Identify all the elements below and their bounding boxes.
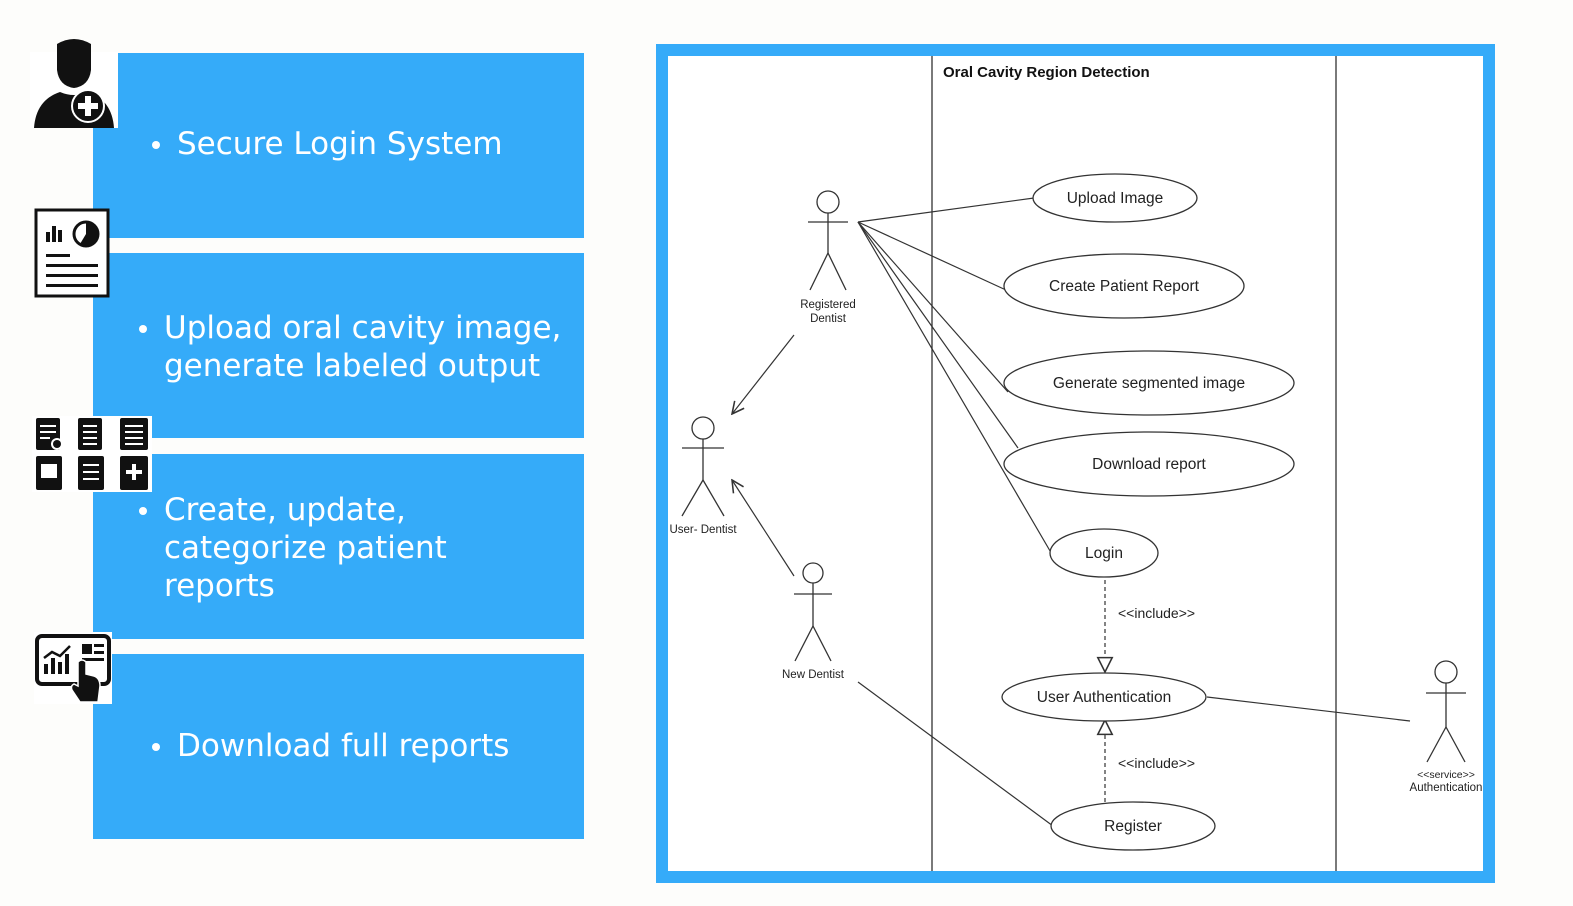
use-case-generate-segmented-image: Generate segmented image (1053, 375, 1245, 392)
use-case-register: Register (1104, 818, 1162, 835)
actor-new-dentist (794, 562, 832, 662)
feature-panel-login: Secure Login System (93, 53, 584, 238)
feature-panel-reports: Create, update, categorize patient repor… (93, 454, 584, 639)
system-title: Oral Cavity Region Detection (943, 64, 1150, 81)
feature-text: Secure Login System (152, 126, 503, 162)
feature-panel-download: Download full reports (93, 654, 584, 839)
doctor-icon (30, 39, 118, 128)
actor-auth-service (1426, 660, 1466, 763)
actor-label-user-dentist: User- Dentist (669, 524, 737, 536)
use-case-login: Login (1085, 545, 1123, 562)
use-case-user-authentication: User Authentication (1037, 689, 1171, 706)
generalization-arrow-new (732, 480, 795, 577)
clipboard-grid-icon (32, 416, 152, 492)
use-case-download-report: Download report (1092, 456, 1206, 473)
actor-user-dentist (681, 416, 725, 517)
actor-label-service: <<service>> (1417, 769, 1475, 781)
actor-label-dentist: Dentist (810, 313, 847, 325)
actor-label-authentication: Authentication (1410, 782, 1483, 794)
use-case-create-patient-report: Create Patient Report (1049, 278, 1200, 295)
use-case-diagram: Oral Cavity Region Detection <<include>>… (656, 44, 1495, 883)
report-chart-icon (34, 208, 110, 298)
generalization-arrow-registered (732, 334, 795, 414)
include-label-top: <<include>> (1118, 605, 1195, 621)
actor-label-new-dentist: New Dentist (782, 669, 845, 681)
feature-text: Upload oral cavity image, generate label… (139, 309, 574, 385)
feature-panel-upload: Upload oral cavity image, generate label… (93, 253, 584, 438)
diagram-canvas: Oral Cavity Region Detection <<include>>… (669, 56, 1483, 871)
use-case-upload-image: Upload Image (1067, 190, 1164, 207)
include-label-bottom: <<include>> (1118, 755, 1195, 771)
actor-registered-dentist (808, 190, 848, 291)
use-case-ellipses (1001, 173, 1295, 851)
association-lines (857, 197, 1411, 827)
actor-label-registered: Registered (800, 299, 856, 311)
feature-text: Create, update, categorize patient repor… (139, 491, 504, 605)
tablet-touch-chart-icon (34, 632, 112, 704)
feature-text: Download full reports (151, 728, 510, 764)
